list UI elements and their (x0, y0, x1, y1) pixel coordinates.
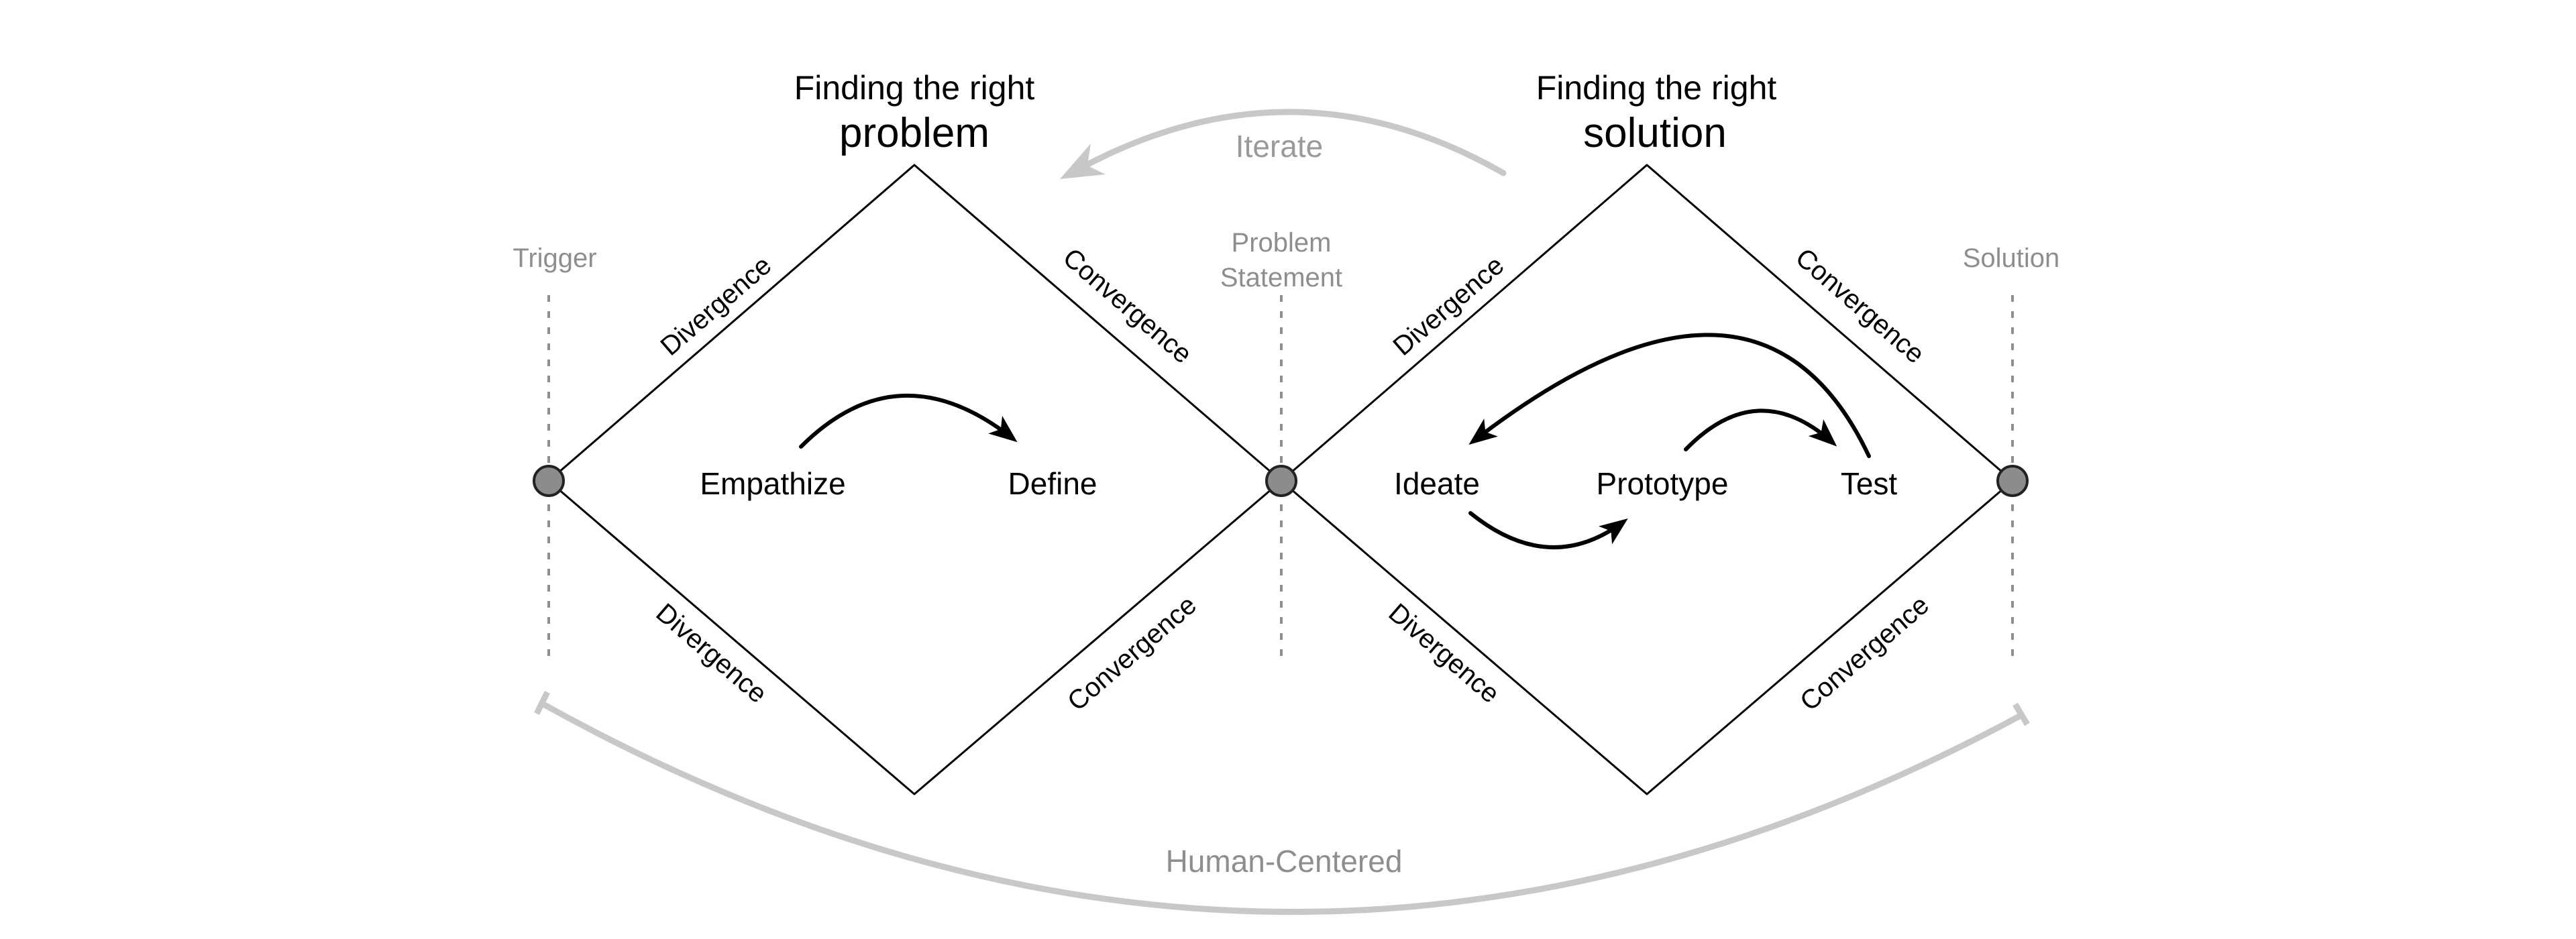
problem-heading-line2: problem (839, 110, 989, 156)
problem-heading-line1: Finding the right (794, 69, 1035, 107)
problem-diamond (547, 164, 1283, 795)
test-to-ideate-arrow (1468, 333, 1871, 458)
human-centered-arc (533, 690, 2030, 915)
problem-statement-label-line1: Problem (1232, 228, 1332, 258)
trigger-node (533, 465, 565, 497)
iterate-arrow (1060, 109, 1507, 179)
phase-define: Define (1008, 466, 1097, 501)
iterate-arc (1078, 109, 1507, 176)
empathize-to-define-arrow (799, 394, 1018, 449)
human-centered-label: Human-Centered (1166, 844, 1403, 879)
d1-upper-left-divergence: Divergence (655, 250, 777, 362)
solution-label: Solution (1963, 243, 2060, 273)
phase-prototype: Prototype (1597, 466, 1729, 501)
d1-lower-left-divergence: Divergence (651, 598, 773, 709)
problem-statement-node (1265, 465, 1297, 497)
phase-test: Test (1841, 466, 1898, 501)
human-centered-left-cap (533, 690, 551, 716)
problem-statement-label-line2: Statement (1220, 263, 1342, 292)
solution-node (1996, 465, 2029, 497)
trigger-label: Trigger (513, 243, 596, 273)
phase-empathize: Empathize (700, 466, 845, 501)
human-centered-right-cap (2012, 702, 2030, 726)
solution-heading-line2: solution (1583, 110, 1727, 156)
iterate-arrowhead-icon (1060, 144, 1106, 179)
d2-lower-left-divergence: Divergence (1383, 598, 1505, 709)
d2-upper-left-divergence: Divergence (1388, 250, 1510, 362)
human-centered-curve (540, 701, 2023, 915)
d2-lower-right-convergence: Convergence (1794, 590, 1935, 717)
solution-heading-line1: Finding the right (1536, 69, 1777, 107)
ideate-to-prototype-arrow (1468, 511, 1628, 549)
prototype-to-test-arrow (1684, 408, 1837, 451)
phase-ideate: Ideate (1394, 466, 1480, 501)
iterate-label: Iterate (1236, 129, 1323, 164)
